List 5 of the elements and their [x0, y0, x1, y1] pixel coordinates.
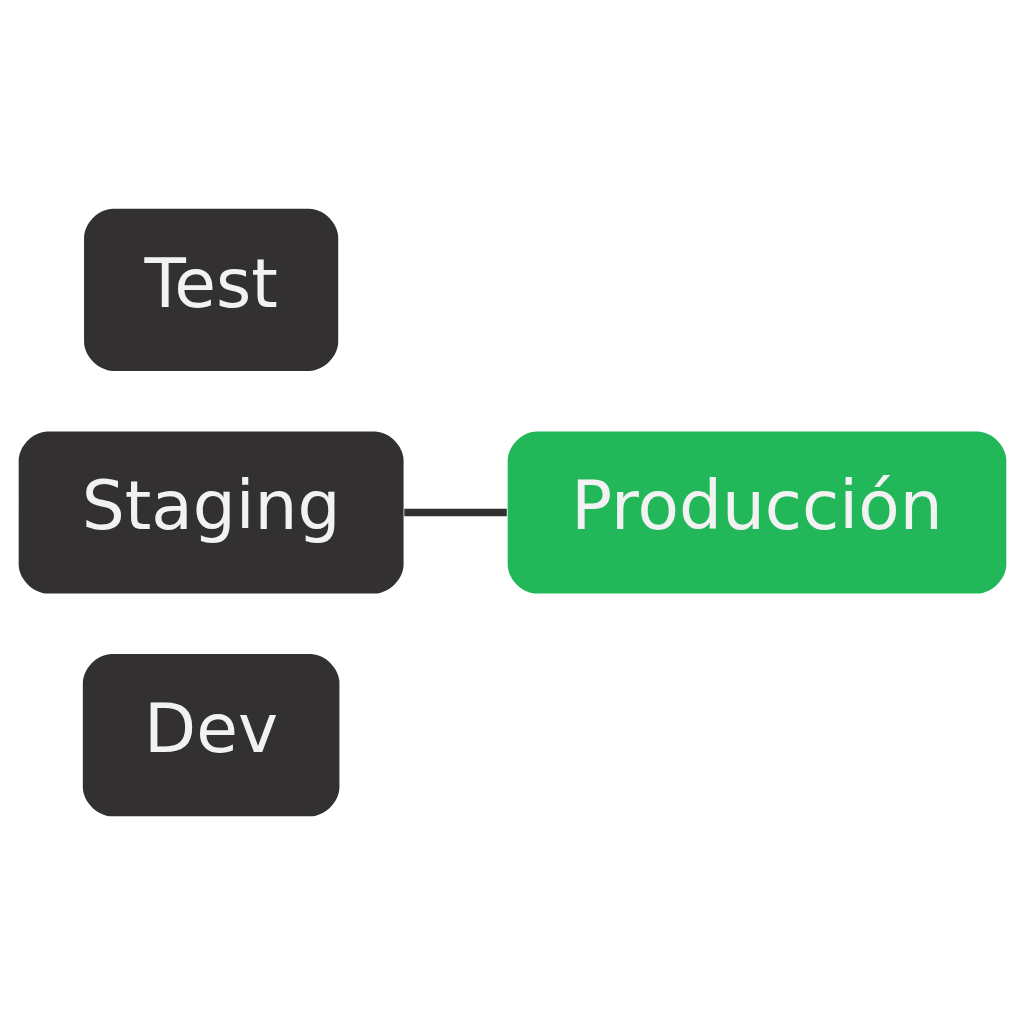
connector	[403, 508, 507, 516]
node-box: Staging	[18, 430, 404, 594]
node-box: Dev	[82, 653, 339, 816]
node-box: Test	[83, 208, 338, 371]
node-box: Producción	[507, 430, 1006, 594]
